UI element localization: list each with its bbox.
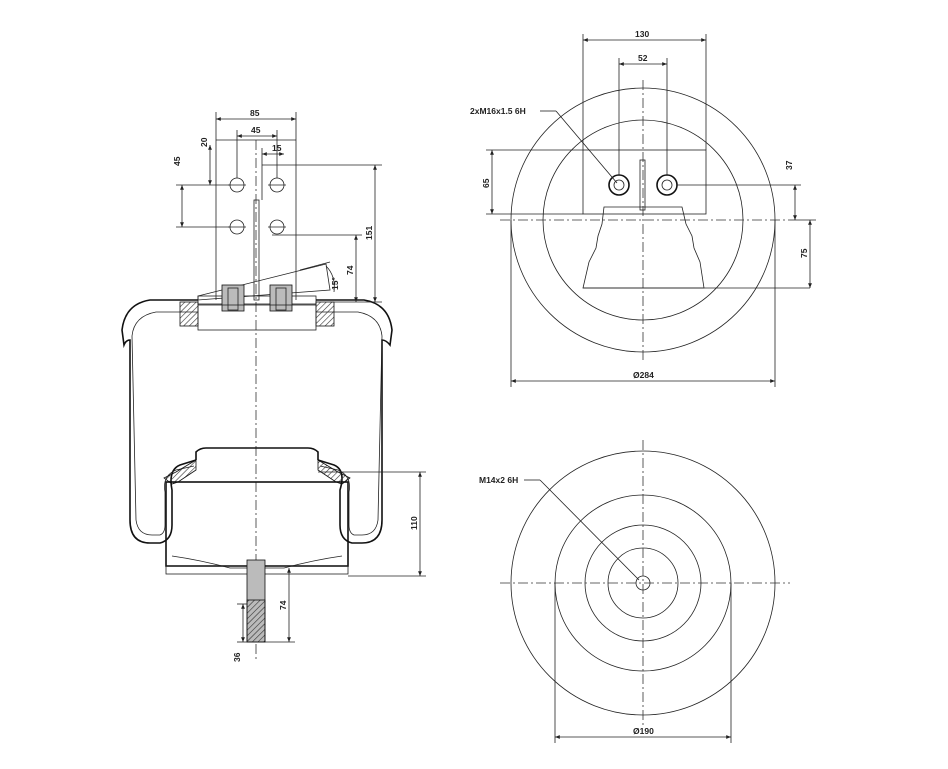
dim-hole-spacing-v: 45 <box>172 156 182 166</box>
side-view: 85 45 15 20 45 151 74 15° 110 <box>121 108 426 662</box>
dim-stud-thread: 36 <box>232 652 242 662</box>
callout-top-thread: 2xM16x1.5 6H <box>470 106 526 116</box>
top-hole-left <box>608 174 630 196</box>
dim-plate-height: 74 <box>345 265 355 275</box>
dim-bottom-diameter: Ø190 <box>633 726 654 736</box>
top-view: 130 52 2xM16x1.5 6H 65 37 75 Ø284 <box>470 29 816 387</box>
dim-pin-offset: 15 <box>272 143 282 153</box>
dim-stud-length: 74 <box>278 600 288 610</box>
dim-top-view-span: 130 <box>635 29 649 39</box>
dim-edge-offset: 20 <box>199 137 209 147</box>
air-bellow <box>121 299 393 544</box>
callout-bottom-thread: M14x2 6H <box>479 475 518 485</box>
piston <box>163 447 351 643</box>
dim-total-height: 151 <box>364 226 374 240</box>
top-hole-right <box>656 174 678 196</box>
dim-hole-spacing-h: 45 <box>251 125 261 135</box>
dim-top-view-left-height: 65 <box>481 178 491 188</box>
dim-top-view-right-offset: 37 <box>784 160 794 170</box>
dim-top-width: 85 <box>250 108 260 118</box>
dim-piston-height: 110 <box>409 516 419 530</box>
dim-top-diameter: Ø284 <box>633 370 654 380</box>
dim-top-view-right-height: 75 <box>799 248 809 258</box>
top-bell-body <box>582 206 705 289</box>
dim-top-view-holes: 52 <box>638 53 648 63</box>
dim-angle: 15° <box>330 277 340 290</box>
mounting-bracket <box>197 139 331 301</box>
bottom-view: M14x2 6H Ø190 <box>479 440 790 743</box>
